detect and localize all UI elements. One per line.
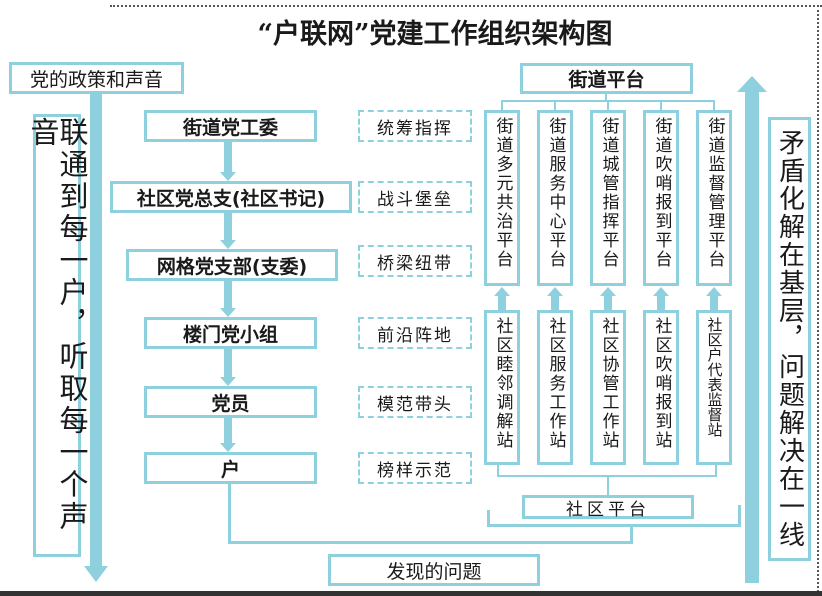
feedback-line [228, 484, 231, 544]
feedback-line [228, 541, 633, 544]
street-column: 街道服务中心平台 [537, 110, 573, 286]
arrow-up-icon [600, 287, 616, 296]
chart-title: “户联网”党建工作组织架构图 [257, 19, 613, 50]
connector [604, 296, 612, 310]
hierarchy-box-building-group: 楼门党小组 [144, 317, 317, 349]
community-column: 社区户代表监督站 [696, 310, 732, 465]
left-vertical-slogan: 联通到每一户，听取每一个声音 [26, 114, 89, 557]
community-column: 社区吹哨报到站 [643, 310, 679, 465]
arrow-down-icon [220, 240, 236, 249]
connector [224, 213, 232, 240]
community-column: 社区服务工作站 [537, 310, 573, 465]
role-label: 统筹指挥 [358, 110, 472, 142]
street-column: 街道城管指挥平台 [590, 110, 626, 286]
up-arrow-shaft [745, 92, 759, 583]
role-label: 模范带头 [358, 386, 472, 418]
street-column: 街道吹哨报到平台 [643, 110, 679, 286]
community-column: 社区睦邻调解站 [484, 310, 520, 465]
role-label: 战斗堡垒 [358, 181, 472, 213]
arrow-up-icon [494, 287, 510, 296]
arrow-down-icon [220, 377, 236, 386]
outer-bracket [487, 524, 741, 527]
hierarchy-box-grid-branch: 网格党支部(支委) [126, 249, 338, 281]
arrow-down-icon [220, 443, 236, 452]
up-arrow-head-icon [737, 76, 767, 92]
arrow-up-icon [547, 287, 563, 296]
role-label: 榜样示范 [358, 452, 472, 484]
street-column: 街道监督管理平台 [696, 110, 732, 286]
role-label: 前沿阵地 [358, 317, 472, 349]
connector [551, 296, 559, 310]
connector [224, 142, 232, 172]
connector [657, 296, 665, 310]
right-dotted-border [817, 5, 819, 592]
connector [224, 349, 232, 377]
street-platform-box: 街道平台 [520, 63, 693, 94]
hierarchy-box-household: 户 [144, 452, 317, 484]
bracket-line [501, 100, 503, 110]
bracket-line [554, 100, 556, 110]
party-policy-header: 党的政策和声音 [9, 62, 184, 94]
bracket-line [713, 100, 715, 110]
bracket-line [660, 100, 662, 110]
connector [224, 418, 232, 443]
bracket-line [715, 465, 717, 476]
arrow-up-icon [653, 287, 669, 296]
down-arrow-head-icon [84, 566, 108, 582]
connector [224, 281, 232, 308]
role-label: 桥梁纽带 [358, 245, 472, 277]
bracket-line [607, 100, 609, 110]
outer-bracket [487, 510, 490, 527]
bracket-line [605, 94, 607, 101]
bottom-rule [0, 591, 822, 596]
right-vertical-slogan: 矛盾化解在基层，问题解决在一线 [768, 117, 811, 561]
street-column: 街道多元共治平台 [484, 110, 520, 286]
found-problems-box: 发现的问题 [328, 554, 540, 586]
feedback-line [630, 525, 633, 544]
community-column: 社区协管工作站 [590, 310, 626, 465]
hierarchy-box-party-member: 党员 [144, 386, 317, 418]
arrow-down-icon [220, 172, 236, 181]
outer-bracket [738, 505, 741, 527]
top-dotted-rule [110, 5, 822, 7]
arrow-up-icon [706, 287, 722, 296]
down-arrow-shaft [90, 94, 102, 566]
hierarchy-box-community-branch: 社区党总支(社区书记) [110, 181, 352, 213]
bracket-line [607, 475, 609, 495]
community-platform-box: 社区平台 [522, 495, 694, 520]
bracket-line [497, 465, 499, 476]
hierarchy-box-street-committee: 街道党工委 [144, 110, 317, 142]
connector [710, 296, 718, 310]
connector [498, 296, 506, 310]
arrow-down-icon [220, 308, 236, 317]
